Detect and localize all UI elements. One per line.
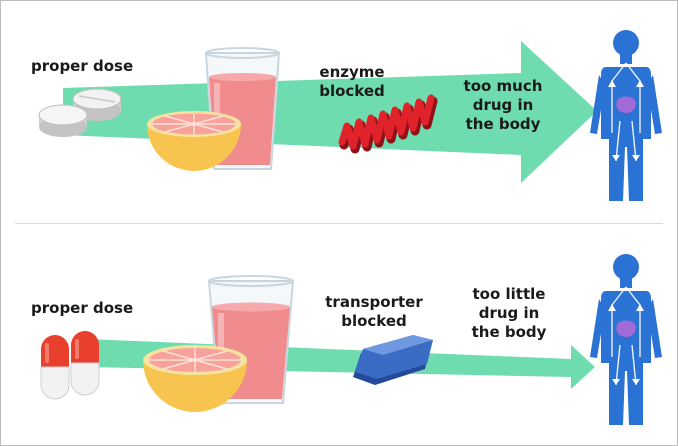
transporter-icon (353, 335, 433, 385)
bottom-effect-line-3: the body (459, 323, 559, 342)
top-effect-line-2: drug in (453, 96, 553, 115)
bottom-effect-line-2: drug in (459, 304, 559, 323)
bottom-panel-art (1, 227, 677, 445)
top-effect-line-3: the body (453, 115, 553, 134)
top-dose-label: proper dose (31, 57, 133, 76)
top-panel: proper dose enzyme blocked too much drug… (1, 1, 677, 221)
top-effect-label: too much drug in the body (453, 77, 553, 134)
human-body-icon (590, 30, 662, 201)
bottom-effect-label: too little drug in the body (459, 285, 559, 342)
top-effect-line-1: too much (453, 77, 553, 96)
bottom-blocked-label: transporter blocked (319, 293, 429, 331)
bottom-human-body-icon (590, 254, 662, 425)
bottom-panel: proper dose transporter blocked too litt… (1, 227, 677, 445)
bottom-blocked-line-1: transporter (319, 293, 429, 312)
top-blocked-line-1: enzyme (302, 63, 402, 82)
top-blocked-line-2: blocked (302, 82, 402, 101)
top-panel-art (1, 1, 677, 221)
panel-divider (15, 223, 663, 224)
bottom-dose-label: proper dose (31, 299, 133, 318)
capsules-icon (41, 331, 99, 399)
top-blocked-label: enzyme blocked (302, 63, 402, 101)
bottom-effect-line-1: too little (459, 285, 559, 304)
bottom-blocked-line-2: blocked (319, 312, 429, 331)
